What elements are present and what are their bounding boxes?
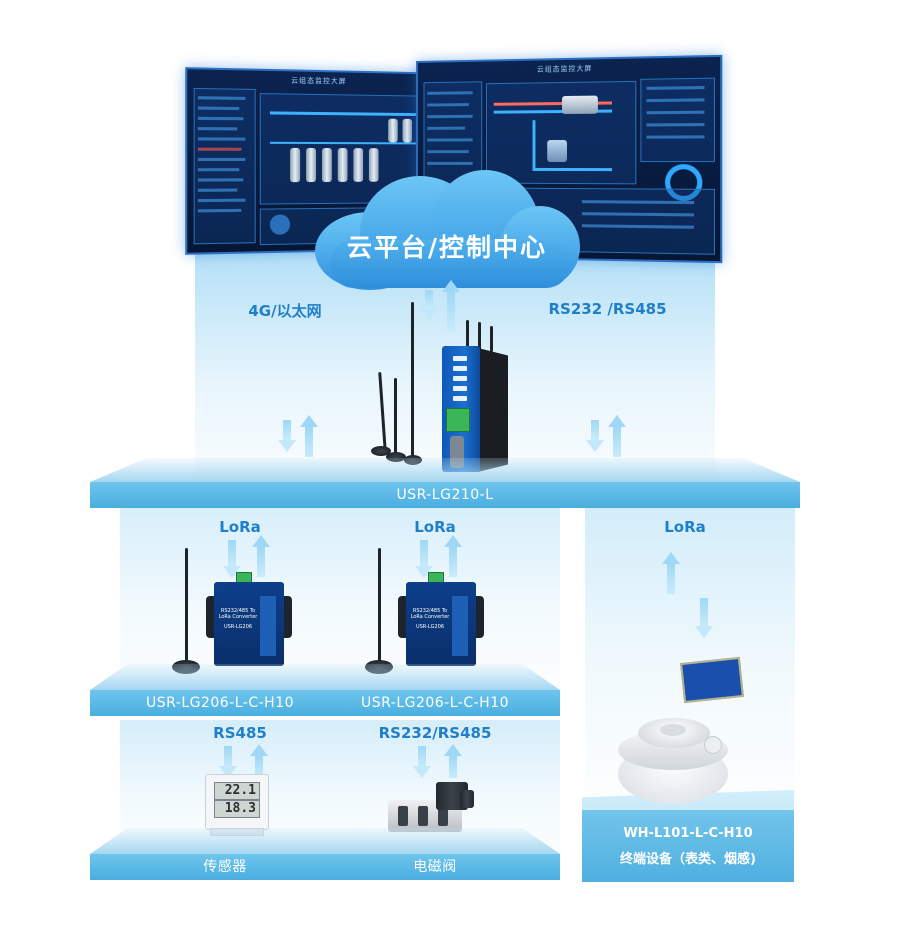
screen-right-panel: [640, 77, 715, 163]
gateway-label: USR-LG210-L: [396, 487, 494, 503]
cloud-title: 云平台/控制中心: [346, 233, 548, 262]
label-lora-2: LoRa: [414, 518, 456, 536]
lg206-label-a: USR-LG206-L-C-H10: [145, 695, 295, 711]
label-rs485: RS485: [213, 724, 267, 742]
lg206-band: USR-LG206-L-C-H10 USR-LG206-L-C-H10: [90, 690, 560, 716]
sensor-hum-readout: 18.3: [214, 800, 260, 818]
label-lora-1: LoRa: [219, 518, 261, 536]
label-right-comm: RS232 /RS485: [548, 300, 667, 318]
lg206-model-text-b: USR-LG206: [415, 624, 445, 630]
screen-title-right: 云组态监控大屏: [536, 64, 593, 74]
screen-title-left: 云组态监控大屏: [291, 76, 347, 86]
sensor-temp-readout: 22.1: [214, 782, 260, 800]
valve-label: 电磁阀: [413, 859, 457, 875]
screen-left-menu: [193, 87, 256, 245]
lg206-model-text-a: USR-LG206: [223, 624, 253, 630]
terminal-desc-label: 终端设备（表类、烟感): [620, 852, 756, 867]
lora-module: [680, 656, 744, 704]
terminal-model-label: WH-L101-L-C-H10: [623, 826, 753, 841]
lg206-panel-text-b: RS232/485 To LoRa Converter: [410, 608, 450, 620]
label-left-comm: 4G/以太网: [248, 302, 322, 320]
beam-left-mid: [120, 500, 560, 690]
label-lora-3: LoRa: [664, 518, 706, 536]
label-rs232-485: RS232/RS485: [378, 724, 492, 742]
sensor-label: 传感器: [203, 859, 247, 875]
lg206-label-b: USR-LG206-L-C-H10: [360, 695, 510, 711]
lg206-panel-text-a: RS232/485 To LoRa Converter: [218, 608, 258, 620]
gateway-band: USR-LG210-L: [90, 482, 800, 508]
end-device-band: 传感器 电磁阀: [90, 854, 560, 880]
